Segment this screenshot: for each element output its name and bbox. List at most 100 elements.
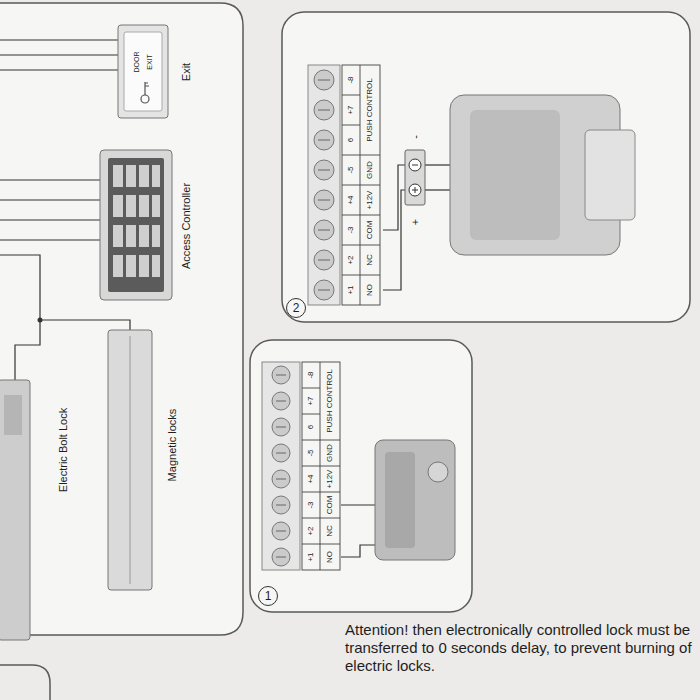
pin-label: +12V [326, 470, 335, 489]
screw-slots [318, 80, 330, 290]
key [139, 225, 149, 247]
magnetic-lock [108, 330, 152, 590]
pin-label: -3 [347, 226, 356, 233]
key [113, 165, 123, 187]
key [139, 195, 149, 217]
wire [0, 69, 118, 70]
key-icon [141, 82, 149, 103]
pin-label: 6 [347, 138, 356, 142]
terminal-table [342, 65, 380, 305]
table-line [342, 95, 380, 275]
wire [0, 54, 118, 55]
lock-housing [470, 110, 560, 240]
pin-label: GND [366, 161, 375, 179]
polarity-marks [412, 165, 418, 193]
pin-label: NO [366, 284, 375, 296]
wire-junction [38, 318, 43, 323]
key [126, 195, 136, 217]
key [113, 195, 123, 217]
step-circle: 1 [258, 586, 278, 606]
pin-label: GND [326, 444, 335, 462]
pin-label: +4 [347, 195, 356, 204]
pin-label: COM [326, 496, 335, 515]
pin-label: NC [366, 254, 375, 266]
wire [40, 320, 130, 330]
terminal-screws [314, 70, 334, 300]
pin-label: +7 [307, 396, 316, 405]
key [152, 195, 160, 217]
wire [0, 239, 100, 240]
magnetic-lock-seam [130, 336, 131, 584]
key [113, 255, 123, 277]
key [152, 165, 160, 187]
lock-strike [585, 130, 635, 220]
key-blade [145, 82, 149, 95]
terminal-block [262, 362, 300, 570]
pin-label: +12V [366, 191, 375, 210]
exit-button [118, 25, 168, 118]
pin-label: PUSH CONTROL [326, 369, 335, 433]
pin-label: +1 [307, 552, 316, 561]
screw-slots [276, 375, 286, 557]
key [126, 225, 136, 247]
key [139, 165, 149, 187]
polarity-sign: - [409, 135, 421, 139]
pin-label: -8 [347, 76, 356, 83]
electric-bolt-lock [0, 380, 30, 640]
exit-button-face [124, 32, 162, 111]
table-line [302, 388, 340, 544]
wire [383, 190, 409, 290]
pin-label: PUSH CONTROL [366, 78, 375, 142]
button-text: EXIT [146, 54, 154, 70]
terminal-screws [272, 366, 290, 566]
step-number: 2 [293, 302, 300, 314]
pin-label: +2 [307, 526, 316, 535]
lock-housing [385, 452, 415, 548]
pin-label: +7 [347, 105, 356, 114]
key [126, 255, 136, 277]
note-text: Attention! then electronically controlle… [345, 621, 693, 675]
pin-label: -5 [307, 449, 316, 456]
bolt-lock-plate [4, 395, 22, 435]
pin-label: +2 [347, 255, 356, 264]
wire [0, 39, 118, 40]
key [126, 165, 136, 187]
access-controller [100, 150, 172, 300]
wire [0, 219, 100, 220]
terminal-block [308, 65, 340, 305]
wire [0, 255, 40, 380]
setup-panel [0, 3, 243, 635]
wire [0, 179, 100, 180]
keypad-face [108, 158, 164, 292]
device-label: Magnetic locks [166, 409, 178, 482]
wire-group [383, 165, 450, 290]
key [139, 255, 149, 277]
wire [341, 504, 375, 505]
device-label: Access Controller [180, 183, 192, 269]
pin-label: NC [326, 525, 335, 537]
pin-label: -8 [307, 371, 316, 378]
terminal-table [302, 362, 340, 570]
pin-label: 6 [307, 425, 316, 429]
wiring-panel [282, 12, 690, 322]
key-bow [141, 95, 149, 103]
pin-label: NO [326, 551, 335, 563]
step-circle: 2 [286, 298, 306, 318]
button-text: DOOR [133, 52, 141, 73]
pin-label: +1 [347, 285, 356, 294]
electric-lock [375, 440, 455, 560]
key [152, 255, 160, 277]
wire [341, 545, 375, 557]
panel-fragment [0, 665, 50, 700]
pin-label: +4 [307, 474, 316, 483]
step-number: 1 [265, 590, 272, 602]
pin-label: COM [366, 221, 375, 240]
pin-label: -3 [307, 501, 316, 508]
device-label: Exit [180, 63, 192, 81]
wire [0, 199, 100, 200]
polarity-sign: + [409, 219, 421, 225]
key [113, 225, 123, 247]
pin-label: -5 [347, 166, 356, 173]
